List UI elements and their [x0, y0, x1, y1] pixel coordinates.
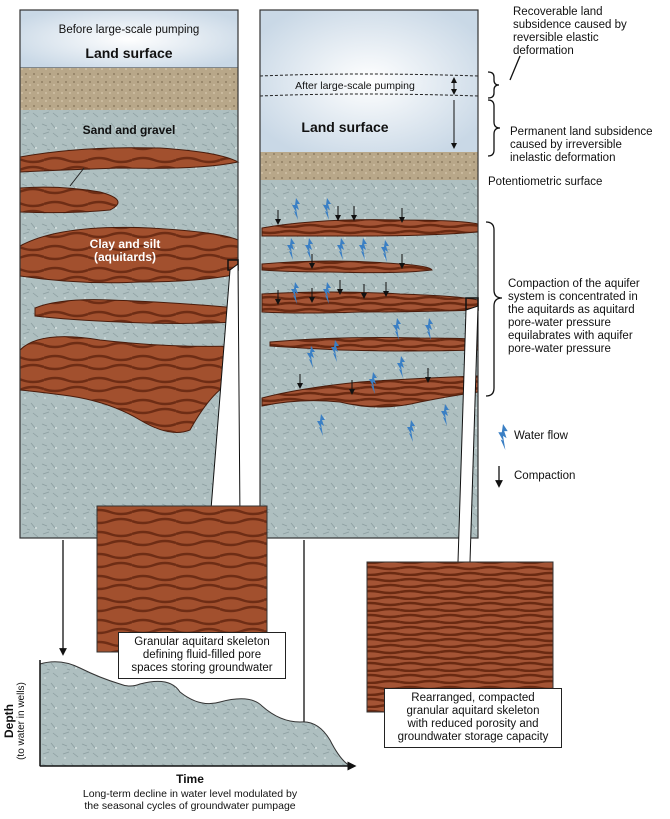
clay-silt-line2: (aquitards) — [93, 250, 156, 264]
potentiometric-surface-label: Potentiometric surface — [488, 176, 603, 188]
before-pumping-caption: Before large-scale pumping — [58, 24, 200, 36]
right-land-surface-label: Land surface — [301, 119, 389, 135]
left-column — [19, 9, 240, 539]
left-land-surface-label: Land surface — [85, 45, 173, 61]
graph-ylabel: Depth (to water in wells) — [2, 682, 27, 760]
permanent-subsidence-note: Permanent land subsidence caused by irre… — [510, 126, 653, 164]
legend-compaction-label: Compaction — [514, 470, 576, 482]
right-aquitard-2 — [261, 260, 433, 274]
water-flow-icon — [498, 424, 508, 450]
sand-gravel-label: Sand and gravel — [82, 123, 176, 137]
right-column — [259, 9, 479, 539]
right-inset-caption: Rearranged, compacted granular aquitard … — [384, 688, 562, 748]
left-aquitard-2 — [19, 186, 119, 214]
clay-silt-line1: Clay and silt — [89, 237, 161, 251]
right-aquitard-5 — [261, 375, 479, 408]
legend-water-flow-label: Water flow — [514, 430, 568, 442]
annotation-brackets — [485, 55, 521, 397]
depth-graph — [39, 660, 357, 771]
left-inset — [96, 505, 268, 653]
water-level-curve — [39, 661, 352, 767]
recoverable-subsidence-note: Recoverable land subsidence caused by re… — [513, 6, 627, 57]
clay-silt-label: Clay and silt (aquitards) — [40, 238, 210, 264]
after-pumping-label: After large-scale pumping — [295, 80, 415, 92]
left-inset-caption: Granular aquitard skeleton defining flui… — [118, 632, 286, 679]
graph-caption: Long-term decline in water level modulat… — [82, 788, 298, 812]
right-inset — [366, 561, 554, 713]
left-aquitard-5 — [19, 336, 239, 433]
compaction-arrows — [275, 206, 431, 395]
graph-xlabel: Time — [176, 772, 204, 786]
compaction-note: Compaction of the aquifer system is conc… — [508, 278, 640, 355]
